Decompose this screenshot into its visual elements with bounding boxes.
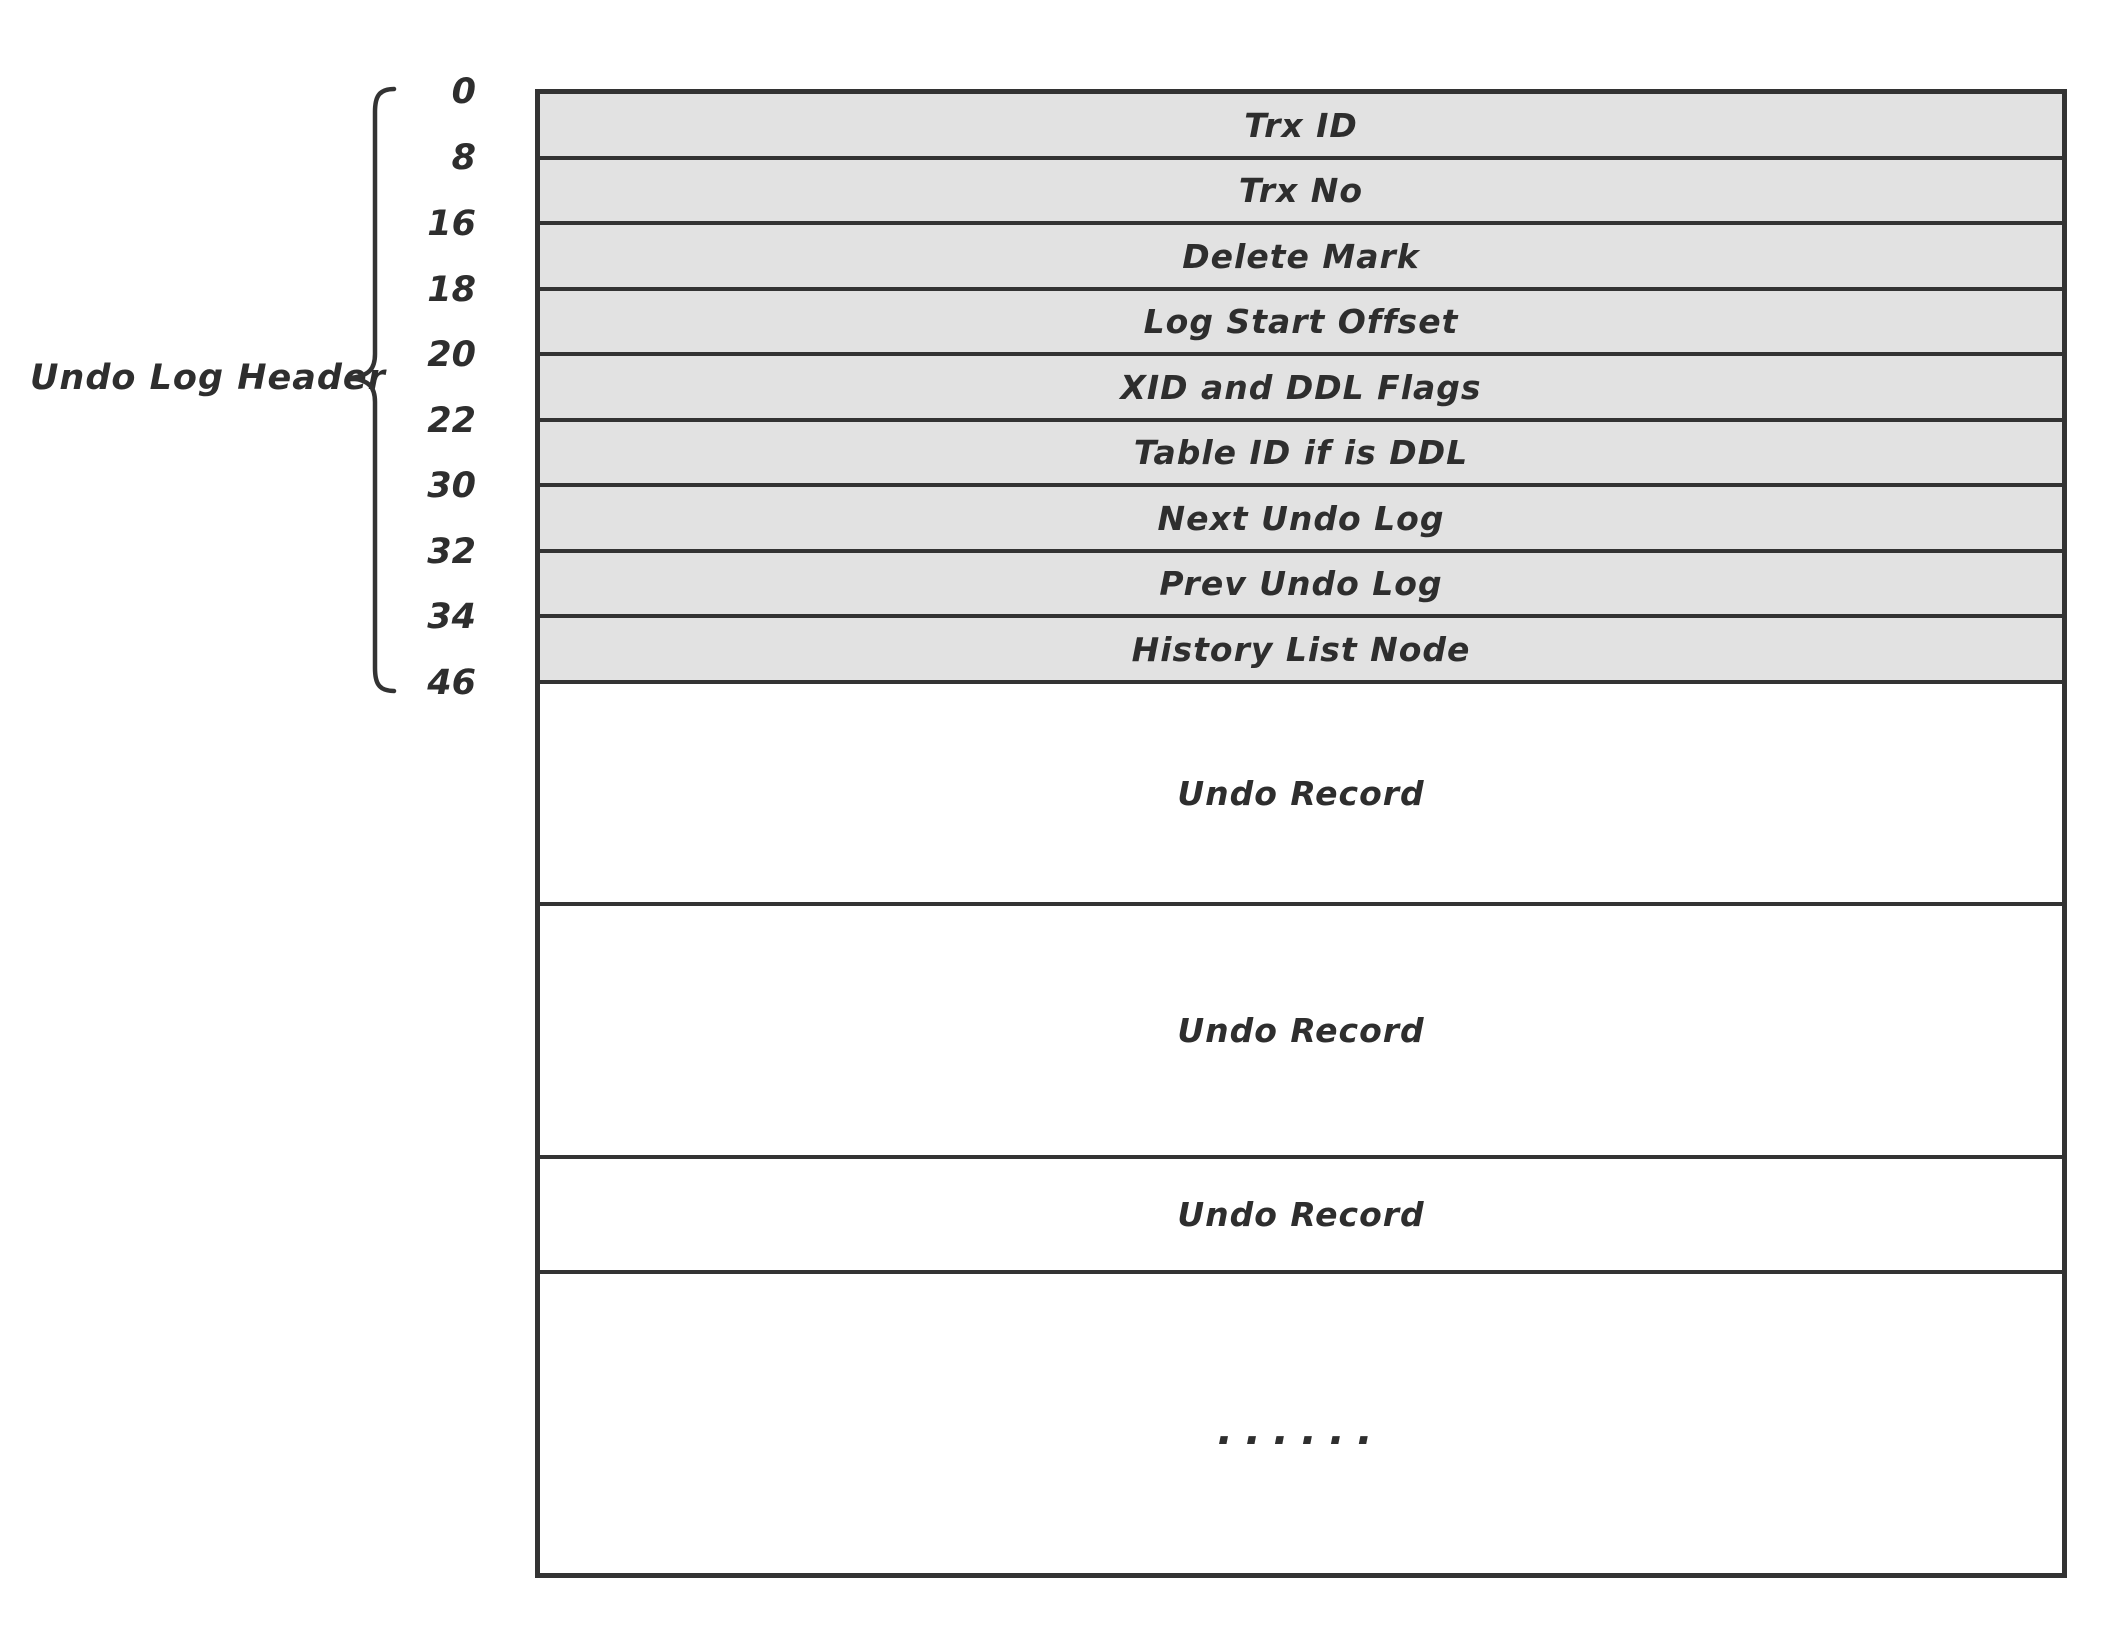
row-table-id-if-is-ddl: Table ID if is DDL xyxy=(540,422,2062,487)
offset-label-30: 30 xyxy=(427,466,476,506)
offset-label-32: 32 xyxy=(427,532,476,572)
offset-label-8: 8 xyxy=(451,138,476,178)
offset-label-46: 46 xyxy=(427,663,476,703)
row-log-start-offset: Log Start Offset xyxy=(540,291,2062,356)
row-label-next-undo-log: Next Undo Log xyxy=(1157,498,1445,538)
row-delete-mark: Delete Mark xyxy=(540,225,2062,291)
offset-label-22: 22 xyxy=(427,401,476,441)
row-undo-record-1: Undo Record xyxy=(540,684,2062,906)
row-ellipsis: ...... xyxy=(1217,1404,1385,1454)
row-label-history-list-node: History List Node xyxy=(1131,629,1471,669)
row-prev-undo-log: Prev Undo Log xyxy=(540,553,2062,618)
offset-label-20: 20 xyxy=(427,335,476,375)
row-trx-id: Trx ID xyxy=(540,94,2062,160)
offset-label-16: 16 xyxy=(427,204,476,244)
row-label-log-start-offset: Log Start Offset xyxy=(1143,302,1459,341)
undo-log-box: Trx ID Trx No Delete Mark Log Start Offs… xyxy=(535,89,2067,1578)
row-label-undo-record-1: Undo Record xyxy=(1177,773,1425,813)
row-undo-record-3: Undo Record xyxy=(540,1159,2062,1274)
curly-brace-icon xyxy=(347,86,397,694)
offset-label-34: 34 xyxy=(427,597,476,637)
row-label-undo-record-3: Undo Record xyxy=(1177,1195,1425,1234)
row-history-list-node: History List Node xyxy=(540,618,2062,684)
row-label-undo-record-2: Undo Record xyxy=(1177,1011,1425,1050)
row-label-prev-undo-log: Prev Undo Log xyxy=(1159,564,1443,603)
row-trx-no: Trx No xyxy=(540,160,2062,225)
row-next-undo-log: Next Undo Log xyxy=(540,487,2062,553)
row-undo-record-2: Undo Record xyxy=(540,906,2062,1159)
brace-label: Undo Log Header xyxy=(30,358,386,398)
offset-label-0: 0 xyxy=(451,72,476,112)
offset-label-18: 18 xyxy=(427,270,476,310)
row-label-trx-id: Trx ID xyxy=(1244,105,1358,145)
row-label-xid-and-ddl-flags: XID and DDL Flags xyxy=(1120,367,1482,407)
row-label-trx-no: Trx No xyxy=(1238,171,1364,210)
row-xid-and-ddl-flags: XID and DDL Flags xyxy=(540,356,2062,422)
row-label-table-id-if-is-ddl: Table ID if is DDL xyxy=(1133,433,1469,472)
row-label-delete-mark: Delete Mark xyxy=(1182,236,1420,276)
